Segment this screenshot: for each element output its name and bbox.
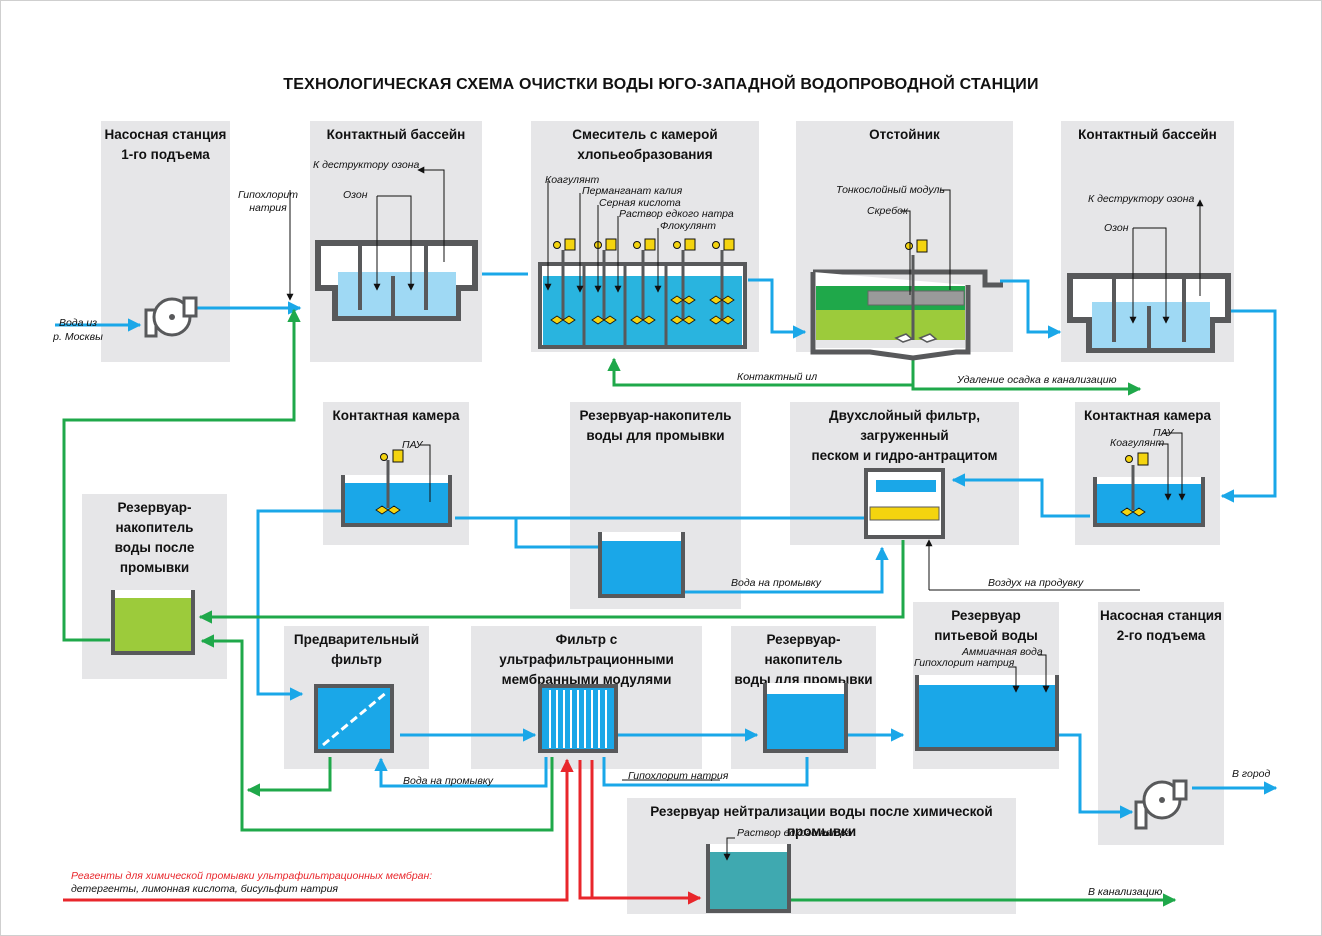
label-ammonia-water: Аммиачная вода: [961, 646, 1043, 658]
panel-title: Контактная камера: [332, 408, 460, 423]
label-sulfuric-acid: Серная кислота: [599, 197, 681, 209]
label-to-destructor-1: К деструктору озона: [313, 159, 420, 171]
label-wash-water-1: Вода на промывку: [731, 577, 822, 589]
panel-title: Контактный бассейн: [326, 127, 466, 142]
label-air-blow: Воздух на продувку: [988, 577, 1084, 589]
panel-title: Резервуар-накопитель воды после промывки: [114, 500, 195, 575]
ozone-lines-2: [1129, 199, 1204, 324]
settler-label-lines: [900, 189, 951, 295]
neutralization-tank: [706, 837, 791, 913]
panel-pump-station-1: Насосная станция 1-го подъема: [101, 121, 230, 362]
panel-title: Насосная станция 2-го подъема: [1100, 608, 1222, 643]
label-to-destructor-2: К деструктору озона: [1088, 193, 1195, 205]
wash-tank-1: [598, 532, 685, 598]
contact-pool-2-tank: [1067, 273, 1231, 353]
label-hypochlorite-uf: Гипохлорит натрия: [628, 770, 729, 782]
label-wash-water-2: Вода на промывку: [403, 775, 494, 787]
label-scraper: Скребок: [867, 205, 909, 217]
panel-title: Фильтр с ультрафильтрационными мембранны…: [499, 632, 674, 687]
label-lamella-module: Тонкослойный модуль: [836, 184, 945, 196]
contact-chamber-2-tank: [1093, 432, 1205, 527]
label-to-city: В город: [1232, 768, 1270, 780]
label-hypochlorite-1: Гипохлорит: [238, 189, 298, 201]
contact-pool-1-tank: [315, 240, 478, 321]
panel-after-wash-tank: Резервуар-накопитель воды после промывки: [82, 494, 227, 679]
water-flow-lines: [55, 272, 1278, 819]
panel-title: Резервуар нейтрализации воды после химич…: [650, 804, 993, 839]
panel-title: Контактный бассейн: [1078, 127, 1217, 142]
label-water-from-2: р. Москвы: [52, 331, 103, 343]
label-to-sewer: В канализацию: [1088, 886, 1162, 898]
panel-title: Отстойник: [869, 127, 940, 142]
dosing-pumps-mixer: [553, 238, 735, 251]
mixer-impellers: [550, 295, 735, 325]
after-wash-tank: [111, 590, 195, 655]
panel-title: Резервуар-накопитель воды для промывки: [579, 408, 732, 443]
wash-tank-2: [763, 683, 848, 753]
label-pau-1: ПАУ: [402, 439, 424, 451]
uf-membrane-filter: [538, 684, 618, 753]
mixer-agitators: [561, 250, 724, 320]
panel-title: Двухслойный фильтр, загруженный песком и…: [811, 408, 998, 463]
panel-title: Резервуар питьевой воды: [934, 608, 1038, 643]
diagram-labels: Вода из р. Москвы Гипохлорит натрия К де…: [52, 159, 1270, 898]
drinking-water-tank: [915, 654, 1059, 751]
panel-title: Предварительный фильтр: [293, 632, 420, 667]
label-water-from-1: Вода из: [59, 317, 97, 329]
sludge-flow-lines: [62, 308, 1177, 907]
ozone-lines-1: [286, 166, 445, 301]
reagent-flow-lines: [63, 758, 702, 905]
label-pau-2: ПАУ: [1153, 427, 1175, 439]
label-coagulant-2: Коагулянт: [1110, 437, 1164, 449]
pump-1-icon: [144, 296, 198, 338]
diagram-title: ТЕХНОЛОГИЧЕСКАЯ СХЕМА ОЧИСТКИ ВОДЫ ЮГО-З…: [283, 76, 1039, 93]
label-naoh: Раствор едкого натра: [619, 208, 734, 220]
panel-title: Смеситель с камерой хлопьеобразования: [572, 127, 718, 162]
label-flocculant: Флокулянт: [660, 220, 716, 232]
label-permanganate: Перманганат калия: [582, 185, 683, 197]
pump-2-icon: [1134, 779, 1188, 830]
prefilter-tank: [314, 684, 394, 753]
panel-title: Насосная станция 1-го подъема: [104, 127, 227, 162]
label-reagents-2: детергенты, лимонная кислота, бисульфит …: [71, 883, 338, 895]
mixer-reagent-lines: [544, 181, 662, 293]
label-ozone-2: Озон: [1104, 222, 1129, 234]
contact-chamber-1-tank: [341, 444, 452, 527]
label-hypochlorite-2: натрия: [249, 202, 287, 214]
panel-title: Контактная камера: [1084, 408, 1211, 423]
dual-layer-filter: [864, 468, 945, 539]
label-reagents-1: Реагенты для химической промывки ультраф…: [71, 870, 432, 882]
label-ozone-1: Озон: [343, 189, 368, 201]
label-contact-sludge: Контактный ил: [737, 371, 817, 383]
label-sludge-removal: Удаление осадка в канализацию: [956, 374, 1117, 386]
label-hypochlorite-drinking: Гипохлорит натрия: [914, 657, 1015, 669]
label-coagulant: Коагулянт: [545, 174, 599, 186]
settler-tank: [810, 239, 1003, 361]
label-naoh-2: Раствор едкого натра: [737, 827, 852, 839]
